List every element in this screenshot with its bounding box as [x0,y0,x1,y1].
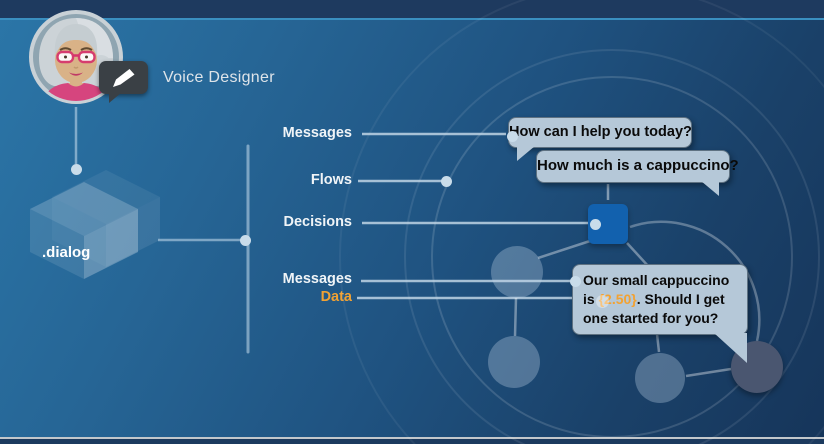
orbit-circle-third [339,0,824,444]
link-decision-arc-to-node5 [629,220,761,342]
page-title: Voice Designer [163,69,275,86]
pencil-chat-badge [99,61,148,103]
dot-module-line [239,234,251,246]
feature-label-data: Data [320,289,352,305]
bottom-bar [0,437,824,444]
pencil-icon [112,68,134,87]
bot-greeting-text: How can I help you today? [509,124,692,140]
price-variable: {2.50} [598,291,637,307]
dot-avatar-line [70,163,82,175]
dot-messages-bottom-line [569,275,581,287]
feature-label-flows: Flows [310,172,352,188]
link-node4-to-node5 [685,367,732,378]
feature-label-decisions: Decisions [283,214,353,230]
link-node1-to-node2 [513,297,518,337]
dot-messages-top-line [506,130,518,142]
bot-reply-text-1: Our small cappuccino is [583,272,730,307]
dot-flows-line [440,175,452,187]
dot-decisions-line [589,218,601,230]
flow-node-4 [635,353,685,403]
designer-avatar [28,9,124,105]
module-label: .dialog [42,244,90,261]
feature-label-messages-top: Messages [282,125,352,141]
orbit-circle-second [404,49,820,444]
link-decision-to-node3 [626,242,650,268]
chat-bubble-bot-reply: Our small cappuccino is {2.50}. Should I… [572,264,748,363]
flow-node-1 [491,246,543,298]
bot-reply-text-2: . Should I get one started for you? [583,291,725,326]
chat-bubble-user-question: How much is a cappuccino? [536,150,739,196]
feature-label-messages-bottom: Messages [282,271,352,287]
avatar-illustration [29,10,123,104]
user-question-text: How much is a cappuccino? [537,157,739,174]
chat-bubble-bot-greeting: How can I help you today? [508,117,692,161]
cube-icon [30,182,138,279]
cube-icon-ghost [52,170,160,267]
top-bar [0,0,824,20]
link-decision-to-node1 [537,239,591,260]
dot-data-line [595,294,609,308]
flow-node-2 [488,336,540,388]
orbit-circle-outer [431,76,793,438]
